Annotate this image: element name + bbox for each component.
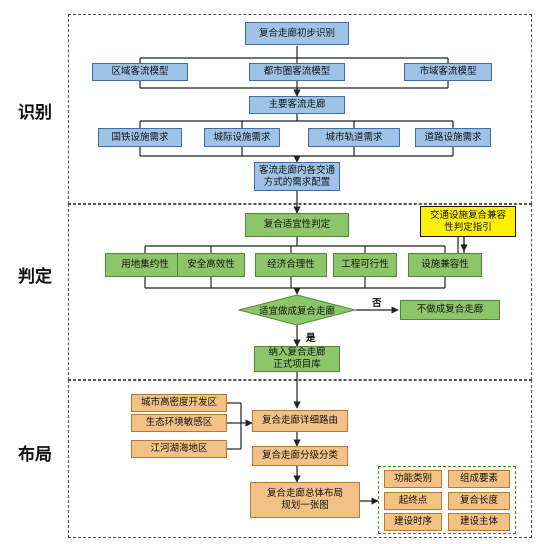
decision-diamond: [238, 294, 356, 326]
initial-identification-box: 复合走廊初步识别: [245, 22, 349, 45]
section-label-identify: 识别: [18, 103, 52, 123]
rail-demand-box: 国铁设施需求: [98, 128, 182, 147]
main-corridor-box: 主要客流走廊: [249, 96, 345, 114]
waterfront-zone-box: 江河湖海地区: [131, 440, 227, 458]
high-density-zone-box: 城市高密度开发区: [131, 394, 227, 412]
attr-function-type: 功能类别: [384, 470, 442, 488]
land-efficiency-box: 用地集约性: [105, 253, 185, 277]
attr-construction-sequence: 建设时序: [384, 513, 442, 531]
demand-config-box: 客流走廊内各交通 方式的需求配置: [254, 162, 340, 191]
metro-area-model-box: 都市圈客流模型: [249, 63, 345, 81]
economic-box: 经济合理性: [255, 253, 327, 277]
project-library-line2: 正式项目库: [273, 359, 321, 370]
regional-model-box: 区域客流模型: [92, 63, 188, 81]
project-library-box: 纳入复合走廊 正式项目库: [254, 346, 340, 372]
overall-plan-line1: 复合走廊总体布局: [266, 488, 343, 499]
engineering-box: 工程可行性: [333, 253, 397, 277]
section-label-layout: 布局: [18, 445, 52, 465]
yes-label: 是: [306, 333, 316, 344]
ecological-zone-box: 生态环境敏感区: [131, 414, 227, 432]
routing-box: 复合走廊详细路由: [252, 410, 348, 432]
attr-components: 组成要素: [448, 470, 510, 488]
guide-line2: 性判定指引: [444, 221, 492, 233]
classification-box: 复合走廊分级分类: [252, 446, 348, 466]
attr-endpoints: 起终点: [384, 492, 442, 510]
road-demand-box: 道路设施需求: [415, 128, 491, 147]
intercity-demand-box: 城际设施需求: [204, 128, 280, 147]
decision-label: 适宜做成复合走廊: [258, 306, 335, 317]
compatibility-box: 设施兼容性: [408, 253, 482, 277]
urban-rail-demand-box: 城市轨道需求: [308, 128, 400, 147]
suitability-box: 复合适宜性判定: [245, 213, 349, 237]
attr-composite-length: 复合长度: [448, 492, 510, 510]
compatibility-guide-box: 交通设施复合兼容 性判定指引: [420, 206, 516, 237]
demand-config-line2: 方式的需求配置: [263, 176, 331, 188]
demand-config-line1: 客流走廊内各交通: [258, 164, 335, 176]
no-label: 否: [372, 298, 382, 309]
overall-plan-box: 复合走廊总体布局 规划一张图: [250, 482, 360, 518]
section-label-judge: 判定: [18, 267, 52, 287]
attr-construction-entity: 建设主体: [448, 513, 510, 531]
guide-line1: 交通设施复合兼容: [429, 209, 506, 221]
overall-plan-line2: 规划一张图: [281, 500, 329, 511]
safety-efficiency-box: 安全高效性: [177, 253, 245, 277]
city-model-box: 市域客流模型: [404, 63, 492, 81]
project-library-line1: 纳入复合走廊: [268, 347, 326, 358]
reject-box: 不做成复合走廊: [400, 300, 500, 320]
